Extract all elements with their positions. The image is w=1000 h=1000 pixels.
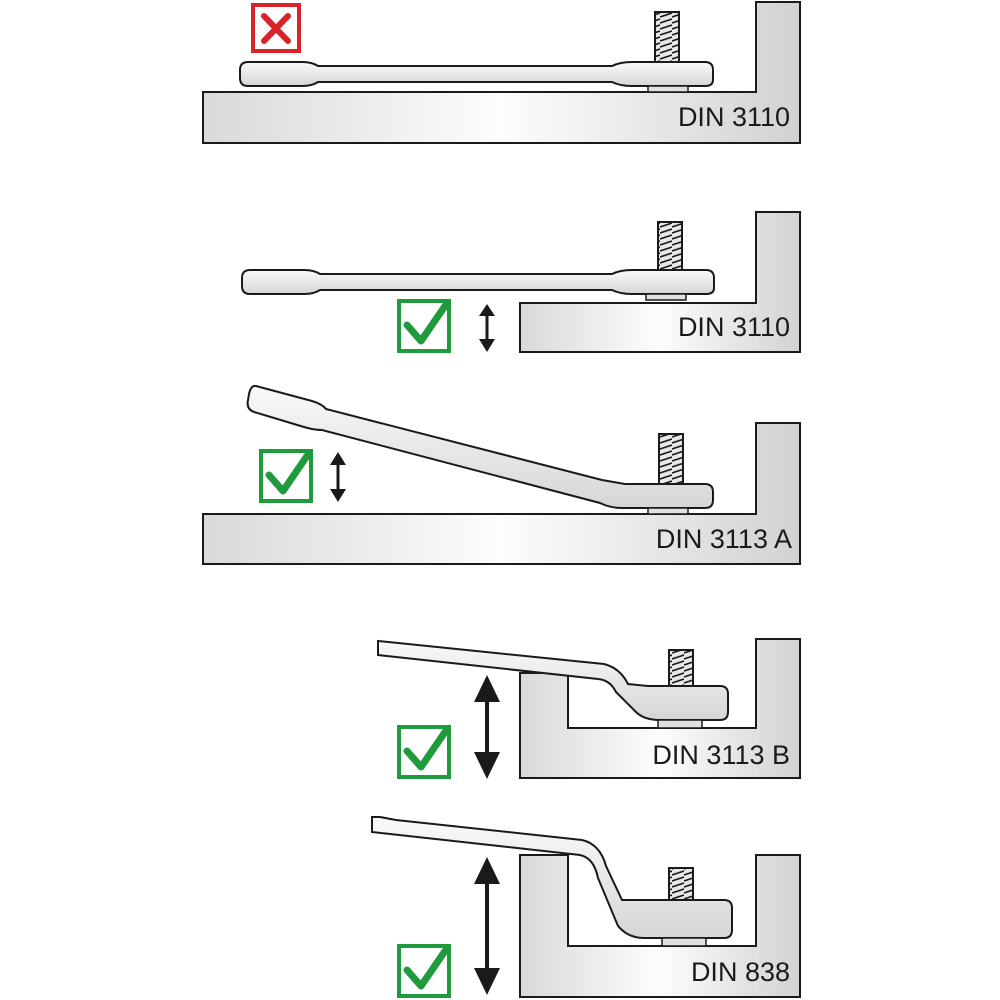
bolt [657,221,683,273]
wrench [241,269,715,295]
bolt [654,11,680,65]
bolt [658,433,684,487]
workpiece [202,1,801,144]
wrench [377,639,729,721]
wrench [246,384,714,509]
double-arrow-icon [474,857,500,995]
panel-din-3113-a: DIN 3113 A [202,384,801,565]
standard-label: DIN 3110 [678,102,790,132]
double-arrow-icon [474,675,500,779]
workpiece [519,854,801,998]
green-check-icon [397,944,451,998]
panel-din-3110-raised: DIN 3110 [241,211,801,353]
double-arrow-icon [330,452,346,502]
standard-label: DIN 3110 [678,312,790,342]
washer [645,293,687,301]
wrench [239,61,714,87]
green-check-icon [397,299,451,353]
workpiece [202,422,801,565]
double-arrow-icon [479,304,495,352]
washer [647,507,689,515]
washer [647,85,689,93]
red-cross-icon [251,3,301,53]
bolt [668,649,694,689]
wrench [371,816,733,939]
green-check-icon [397,725,451,779]
washer [657,719,703,729]
panel-din-3113-b: DIN 3113 B [377,638,801,779]
washer [661,937,707,947]
panel-din-838: DIN 838 [371,816,801,998]
panel-din-3110-flat: DIN 3110 [202,1,801,144]
workpiece [519,638,801,779]
standard-label: DIN 838 [691,957,790,987]
standard-label: DIN 3113 B [652,740,790,770]
standard-label: DIN 3113 A [656,524,792,554]
green-check-icon [259,449,313,503]
workpiece [519,211,801,353]
